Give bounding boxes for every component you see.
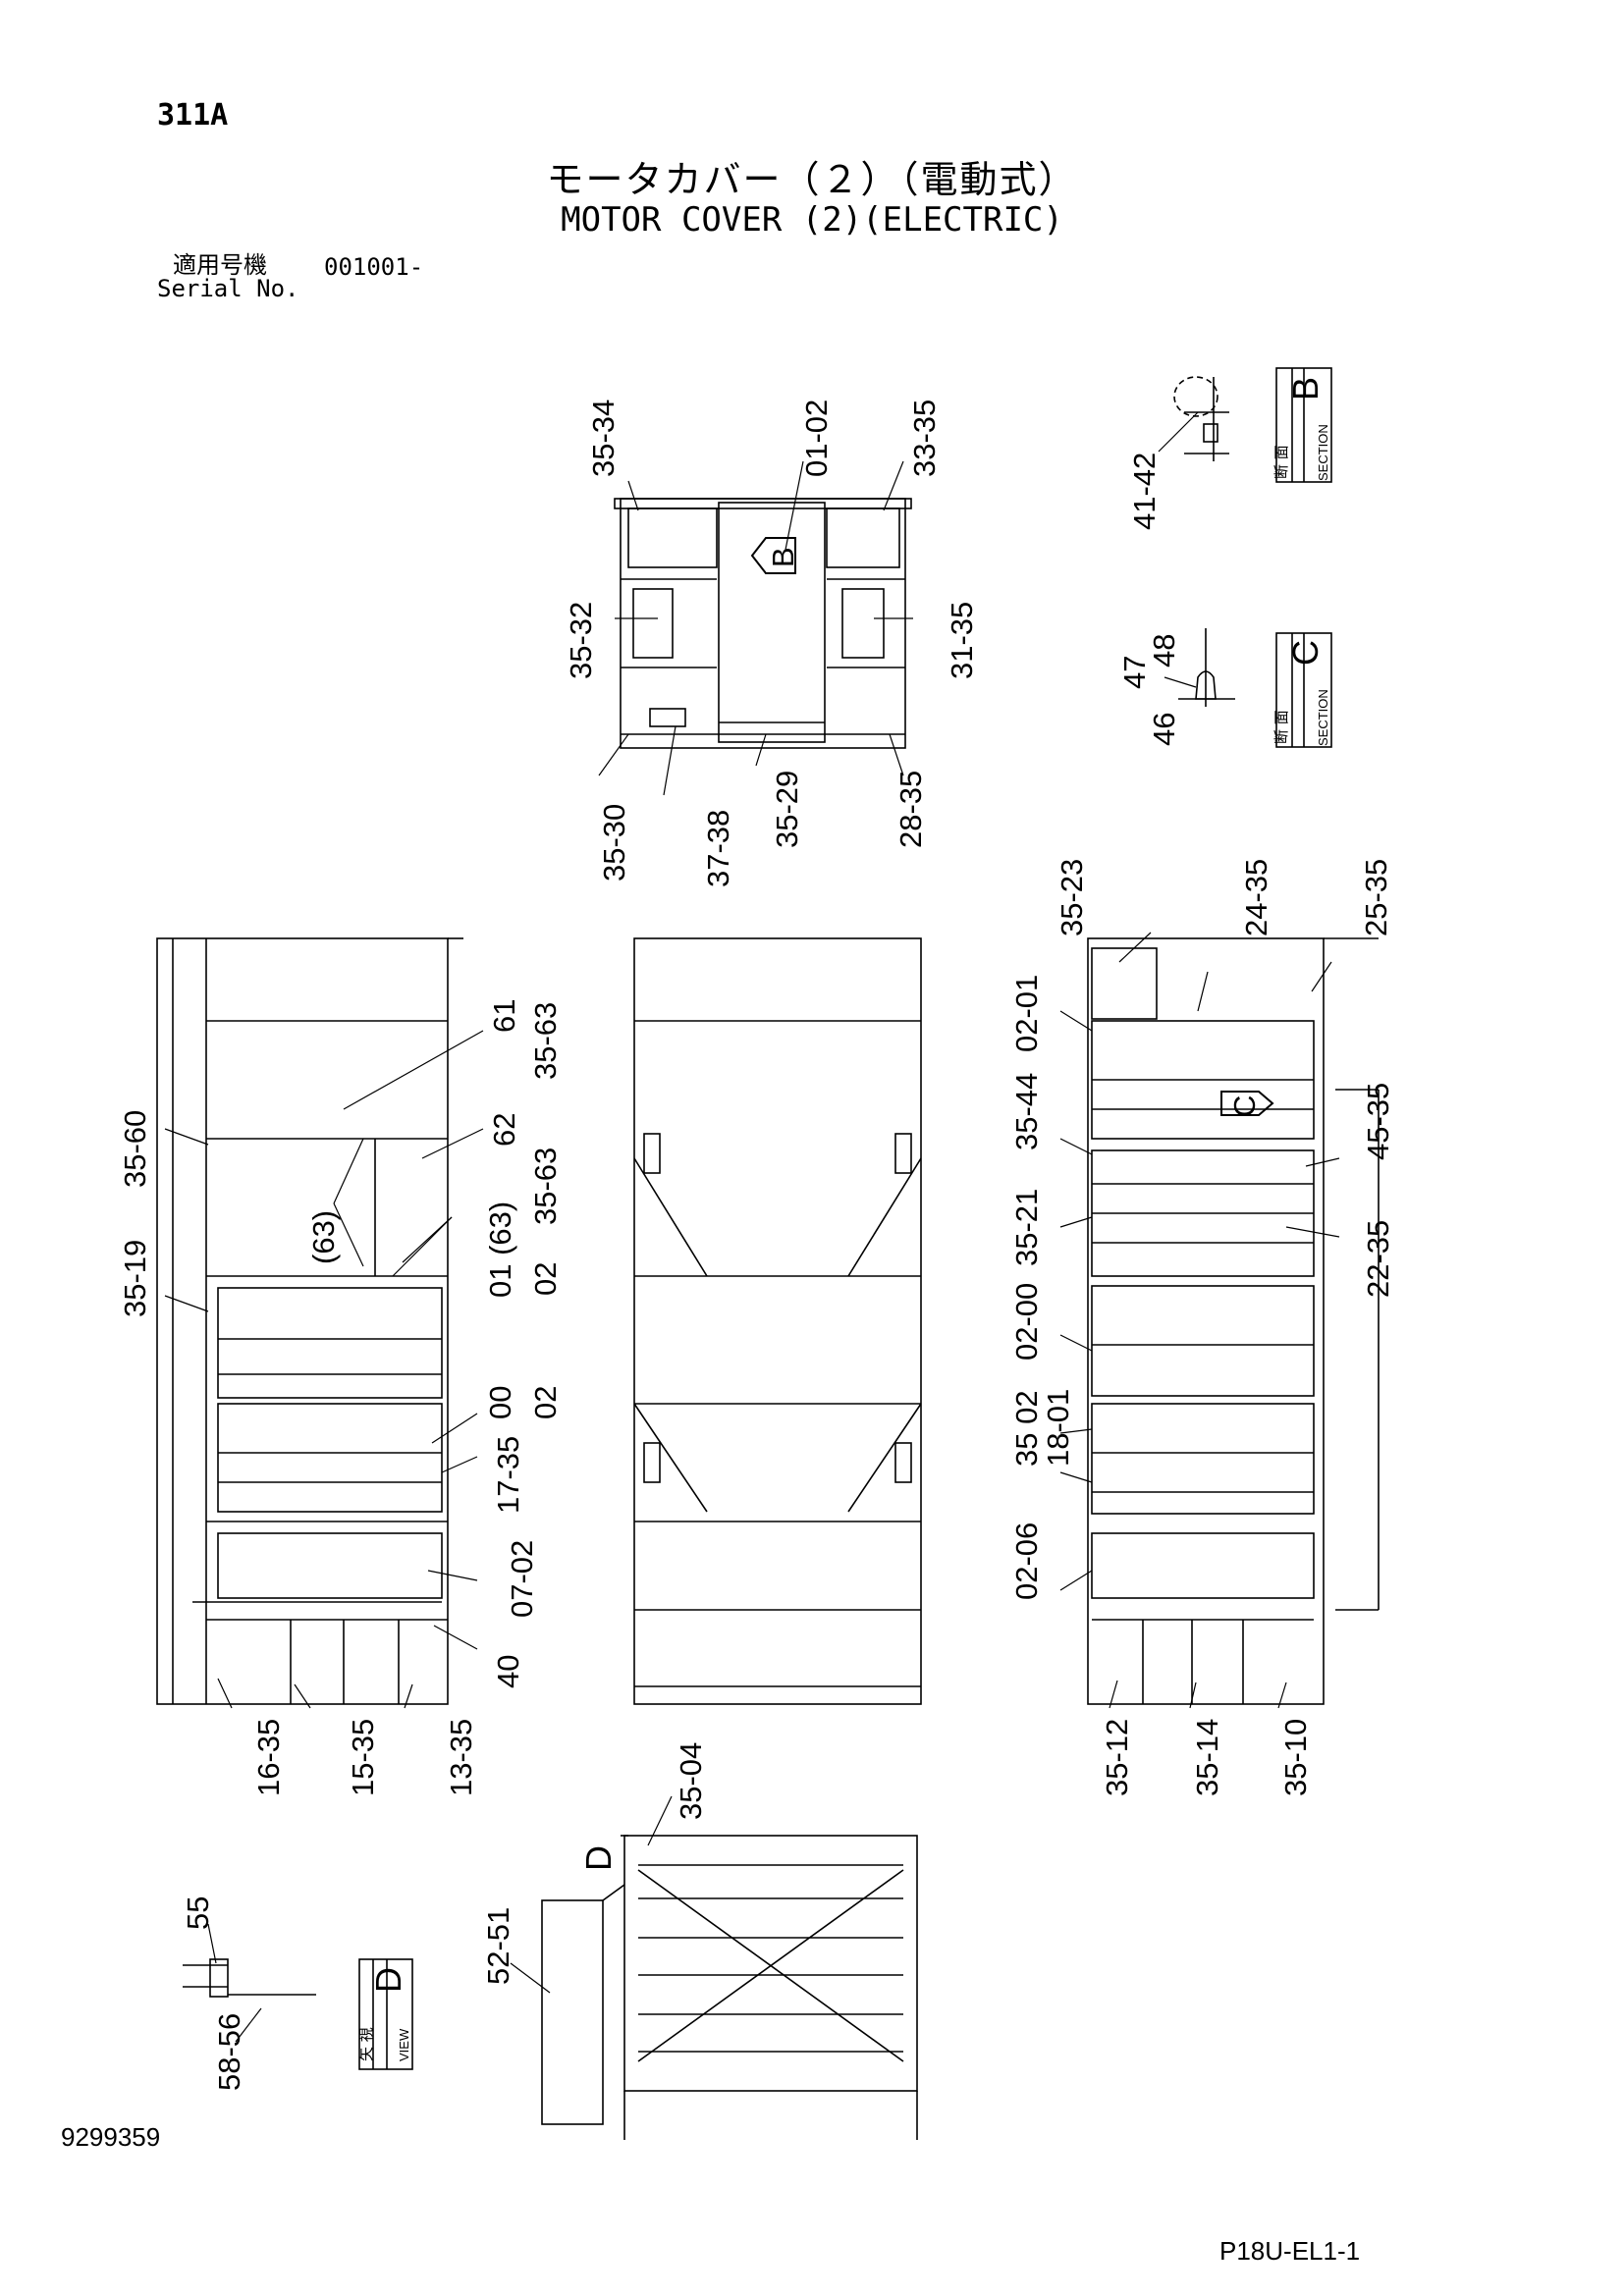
bottom-view [541, 1835, 918, 2140]
left-view [156, 937, 463, 1705]
callout: 46 [1147, 713, 1181, 746]
callout: 48 [1147, 634, 1181, 667]
callout: 02-01 [1009, 975, 1044, 1052]
callout: 07-02 [505, 1540, 539, 1618]
view-d-box: D VIEW 矢 視 [357, 1967, 411, 2061]
callout: 35 02 [1009, 1390, 1044, 1467]
callout: 35-29 [770, 771, 804, 848]
section-c-detail [1178, 628, 1332, 748]
callout: 35-63 [528, 1148, 563, 1225]
callout-labels: 35-34 01-02 33-35 35-32 31-35 35-30 37-3… [118, 400, 1395, 2091]
callout: 16-35 [251, 1719, 286, 1796]
callout: 47 [1117, 656, 1152, 689]
right-view [1087, 937, 1380, 1705]
section-c-letter: C [1285, 640, 1326, 666]
callout: 35-10 [1278, 1719, 1313, 1796]
callout: 35-44 [1009, 1073, 1044, 1150]
callout: 18-01 [1041, 1389, 1075, 1467]
section-c-box: C SECTION 断 面 [1272, 640, 1330, 746]
callout: 33-35 [907, 400, 942, 477]
section-c-kind-jp: 断 面 [1272, 710, 1290, 744]
callout: 40 [491, 1655, 525, 1688]
callout: 01 (63) [483, 1201, 517, 1298]
callout: 35-19 [118, 1240, 152, 1317]
page-code: P18U-EL1-1 [1219, 2236, 1361, 2266]
marker-d: D [578, 1845, 619, 1871]
callout: 02-00 [1009, 1283, 1044, 1361]
callout: 35-32 [564, 602, 598, 679]
section-c-kind-en: SECTION [1316, 689, 1330, 746]
callout: 62 [487, 1113, 521, 1147]
marker-b: B [766, 547, 800, 567]
serial-number: 001001- [324, 253, 424, 281]
title-japanese: モータカバー（２）（電動式） [546, 158, 1078, 201]
serial-label-en: Serial No. [157, 275, 299, 302]
section-b-letter: B [1285, 377, 1326, 400]
callout: 52-51 [481, 1907, 515, 1985]
callout: 61 [487, 999, 521, 1033]
callout: 35-12 [1100, 1719, 1134, 1796]
callout: 45-35 [1361, 1083, 1395, 1160]
center-view [633, 937, 922, 1705]
callout: 13-35 [444, 1719, 478, 1796]
callout: 58-56 [212, 2013, 246, 2091]
callout: 15-35 [346, 1719, 380, 1796]
callout: 02 [528, 1386, 563, 1419]
section-b-detail [1173, 367, 1332, 483]
callout: 35-14 [1190, 1719, 1224, 1796]
page-id: 311A [157, 98, 229, 133]
callout: 41-42 [1127, 453, 1162, 530]
callout: 35-60 [118, 1110, 152, 1188]
callout: 17-35 [491, 1436, 525, 1514]
section-b-kind-jp: 断 面 [1272, 445, 1290, 479]
callout: 35-34 [586, 400, 621, 477]
callout: 02-06 [1009, 1522, 1044, 1600]
callout: 55 [181, 1896, 215, 1930]
title-english: MOTOR COVER (2)(ELECTRIC) [561, 200, 1063, 240]
section-b-kind-en: SECTION [1316, 424, 1330, 481]
callout: 28-35 [893, 771, 928, 848]
callout: 37-38 [701, 810, 735, 887]
callout: 24-35 [1239, 859, 1273, 936]
callout: 22-35 [1361, 1220, 1395, 1298]
callout: (63) [306, 1210, 341, 1264]
serial-label-jp: 適用号機 [173, 251, 267, 279]
callout: 02 [528, 1262, 563, 1296]
callout: 01-02 [799, 400, 834, 477]
section-b-box: B SECTION 断 面 [1272, 377, 1330, 481]
callout: 35-04 [674, 1742, 708, 1820]
callout: 25-35 [1359, 859, 1393, 936]
callout: 00 [483, 1386, 517, 1419]
leader-lines [164, 411, 1340, 2043]
top-view [614, 498, 912, 749]
detail-d [183, 1958, 413, 2070]
callout: 35-21 [1009, 1189, 1044, 1266]
callout: 35-30 [597, 804, 631, 881]
marker-c: C [1227, 1095, 1262, 1117]
view-d-letter: D [368, 1967, 408, 1993]
document-number: 9299359 [61, 2122, 161, 2152]
callout: 31-35 [945, 602, 979, 679]
view-d-kind-jp: 矢 視 [357, 2027, 375, 2061]
serial-label: 適用号機 Serial No. [157, 253, 299, 300]
view-d-kind-en: VIEW [397, 2028, 411, 2061]
callout: 35-63 [528, 1002, 563, 1080]
callout: 35-23 [1055, 859, 1089, 936]
